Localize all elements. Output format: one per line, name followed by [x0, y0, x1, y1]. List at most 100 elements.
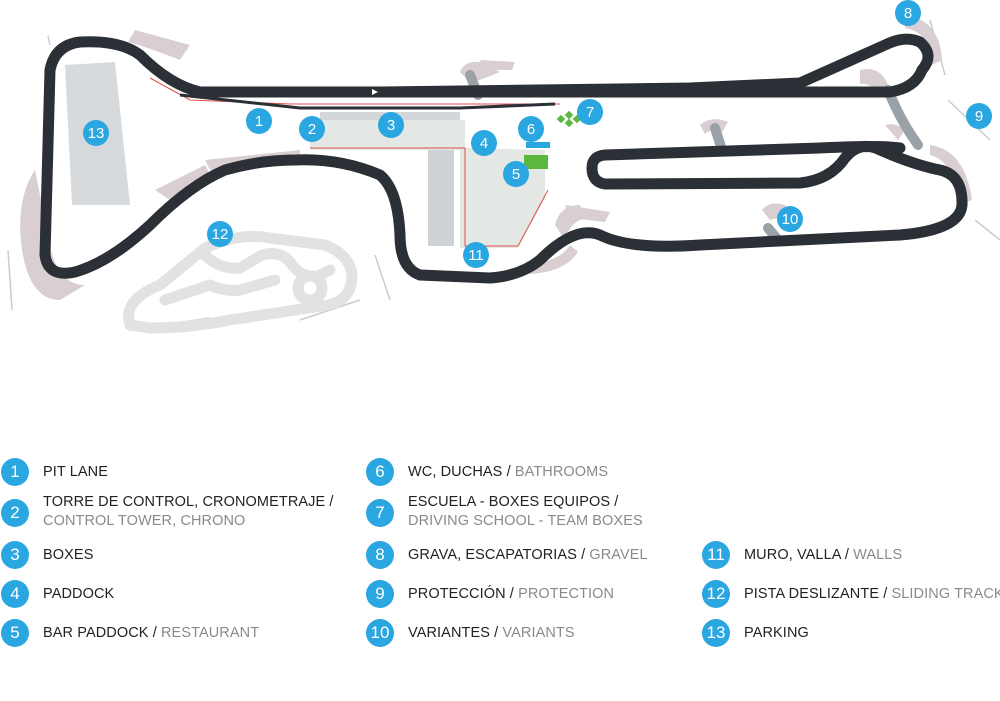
map-marker-10[interactable]: 10	[777, 206, 803, 232]
legend-item-3: 3 BOXES	[1, 541, 93, 569]
map-marker-label: 6	[527, 121, 535, 138]
legend-text: BAR PADDOCK / RESTAURANT	[43, 619, 259, 643]
legend-en: WALLS	[853, 547, 903, 563]
legend-text: PROTECCIÓN / PROTECTION	[408, 580, 614, 604]
legend-separator: /	[879, 586, 892, 602]
legend-text: PISTA DESLIZANTE / SLIDING TRACK	[744, 580, 1000, 604]
legend-item-4: 4 PADDOCK	[1, 580, 114, 608]
map-marker-label: 7	[586, 104, 594, 121]
legend-separator: /	[576, 547, 590, 563]
map-marker-label: 12	[212, 226, 229, 243]
legend-badge: 10	[366, 619, 394, 647]
legend-text: GRAVA, ESCAPATORIAS / GRAVEL	[408, 541, 648, 565]
legend-separator: /	[505, 586, 519, 602]
legend-separator: /	[325, 494, 334, 510]
legend-en: SLIDING TRACK	[891, 586, 1000, 602]
legend-item-2: 2 TORRE DE CONTROL, CRONOMETRAJE / CONTR…	[1, 494, 334, 531]
legend-text: TORRE DE CONTROL, CRONOMETRAJE / CONTROL…	[43, 493, 334, 531]
legend-badge: 4	[1, 580, 29, 608]
legend-item-10: 10 VARIANTES / VARIANTS	[366, 619, 575, 647]
map-marker-label: 8	[904, 5, 912, 22]
legend-badge: 13	[702, 619, 730, 647]
legend-en: RESTAURANT	[160, 625, 260, 641]
legend-en: DRIVING SCHOOL - TEAM BOXES	[408, 513, 643, 529]
legend-text: WC, DUCHAS / BATHROOMS	[408, 458, 608, 482]
legend-item-5: 5 BAR PADDOCK / RESTAURANT	[1, 619, 259, 647]
legend-en: VARIANTS	[502, 625, 575, 641]
legend-badge: 7	[366, 499, 394, 527]
map-marker-5[interactable]: 5	[503, 161, 529, 187]
legend-item-7: 7 ESCUELA - BOXES EQUIPOS / DRIVING SCHO…	[366, 494, 643, 531]
legend-es: BAR PADDOCK	[43, 625, 149, 641]
legend-item-8: 8 GRAVA, ESCAPATORIAS / GRAVEL	[366, 541, 648, 569]
legend-badge: 3	[1, 541, 29, 569]
legend-es: VARIANTES	[408, 625, 491, 641]
map-marker-label: 13	[88, 125, 105, 142]
legend-es: PROTECCIÓN	[408, 586, 506, 602]
legend-es: MURO, VALLA	[744, 547, 841, 563]
legend-en: BATHROOMS	[514, 464, 609, 480]
legend-badge: 9	[366, 580, 394, 608]
legend-badge: 12	[702, 580, 730, 608]
legend-es: ESCUELA - BOXES EQUIPOS	[408, 494, 611, 510]
legend-es: BOXES	[43, 547, 94, 563]
map-marker-label: 4	[480, 135, 488, 152]
legend-es: GRAVA, ESCAPATORIAS	[408, 547, 577, 563]
legend-es: PISTA DESLIZANTE	[744, 586, 880, 602]
map-marker-12[interactable]: 12	[207, 221, 233, 247]
legend-badge: 2	[1, 499, 29, 527]
map-marker-6[interactable]: 6	[518, 116, 544, 142]
map-marker-4[interactable]: 4	[471, 130, 497, 156]
legend-es: WC, DUCHAS	[408, 464, 503, 480]
map-marker-9[interactable]: 9	[966, 103, 992, 129]
wc-feature	[526, 142, 550, 148]
map-marker-8[interactable]: 8	[895, 0, 921, 26]
map-marker-label: 11	[468, 247, 484, 264]
map-marker-2[interactable]: 2	[299, 116, 325, 142]
main-track	[39, 33, 968, 284]
paddock-building	[428, 150, 454, 246]
map-marker-label: 1	[255, 113, 263, 130]
map-marker-label: 2	[308, 121, 316, 138]
legend-badge: 11	[702, 541, 730, 569]
legend-text: VARIANTES / VARIANTS	[408, 619, 575, 643]
legend-separator: /	[490, 625, 503, 641]
legend-badge: 6	[366, 458, 394, 486]
map-marker-label: 3	[387, 117, 395, 134]
legend-separator: /	[148, 625, 161, 641]
map-marker-1[interactable]: 1	[246, 108, 272, 134]
map-marker-label: 5	[512, 166, 520, 183]
legend-badge: 5	[1, 619, 29, 647]
legend-badge: 1	[1, 458, 29, 486]
legend-item-6: 6 WC, DUCHAS / BATHROOMS	[366, 458, 608, 486]
map-marker-label: 10	[782, 211, 799, 228]
legend-es: PARKING	[744, 625, 809, 641]
legend-text: ESCUELA - BOXES EQUIPOS / DRIVING SCHOOL…	[408, 493, 643, 531]
legend-es: TORRE DE CONTROL, CRONOMETRAJE	[43, 494, 326, 510]
restaurant-feature	[524, 155, 548, 169]
circuit-map: 1 2 3 4 5 6 7 8 9 10 11 12 13	[7, 0, 1000, 334]
legend-item-13: 13 PARKING	[702, 619, 809, 647]
legend-item-11: 11 MURO, VALLA / WALLS	[702, 541, 902, 569]
legend-text: BOXES	[43, 541, 93, 565]
map-marker-11[interactable]: 11	[463, 242, 489, 268]
legend-item-1: 1 PIT LANE	[1, 458, 108, 486]
legend-text: PIT LANE	[43, 458, 108, 482]
legend-es: PIT LANE	[43, 464, 109, 480]
legend-badge: 8	[366, 541, 394, 569]
legend-separator: /	[610, 494, 619, 510]
map-marker-7[interactable]: 7	[577, 99, 603, 125]
map-marker-13[interactable]: 13	[83, 120, 109, 146]
sliding-track	[123, 230, 358, 334]
legend-separator: /	[840, 547, 854, 563]
legend-en: GRAVEL	[589, 547, 648, 563]
legend-separator: /	[502, 464, 515, 480]
legend-item-12: 12 PISTA DESLIZANTE / SLIDING TRACK	[702, 580, 1000, 608]
legend-en: CONTROL TOWER, CHRONO	[43, 513, 246, 529]
legend-es: PADDOCK	[43, 586, 115, 602]
legend-en: PROTECTION	[518, 586, 615, 602]
legend-item-9: 9 PROTECCIÓN / PROTECTION	[366, 580, 614, 608]
map-marker-label: 9	[975, 108, 983, 125]
legend-text: PADDOCK	[43, 580, 114, 604]
map-marker-3[interactable]: 3	[378, 112, 404, 138]
